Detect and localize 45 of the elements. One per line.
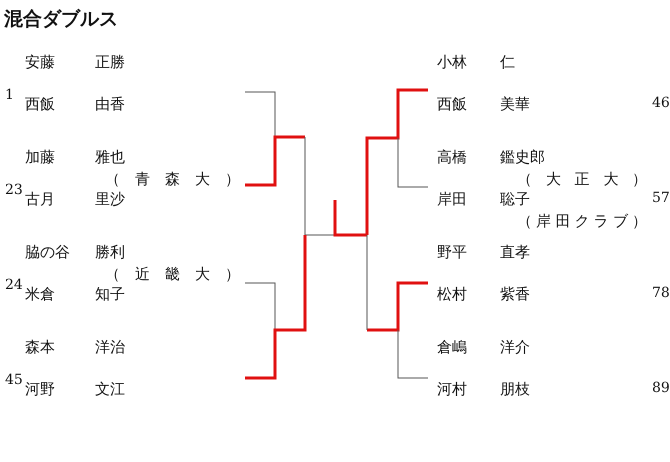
player-surname: 松村	[437, 284, 467, 304]
player-given-name: 雅也	[95, 147, 125, 167]
player-given-name: 朋枝	[500, 379, 530, 399]
player-given-name: 由香	[95, 94, 125, 114]
player-given-name: 里沙	[95, 189, 125, 209]
seed-number: 78	[652, 284, 670, 302]
player-surname: 米倉	[25, 284, 55, 304]
seed-number: 89	[652, 379, 670, 397]
player-surname: 野平	[437, 242, 467, 262]
seed-number: 23	[5, 181, 23, 199]
affiliation: （岸田クラブ）	[517, 211, 647, 231]
player-surname: 古月	[25, 189, 55, 209]
player-given-name: 勝利	[95, 242, 125, 262]
player-surname: 加藤	[25, 147, 55, 167]
seed-number: 1	[5, 86, 14, 104]
affiliation: （青森大）	[105, 169, 240, 189]
seed-number: 57	[652, 189, 670, 207]
player-surname: 岸田	[437, 189, 467, 209]
player-given-name: 鑑史郎	[500, 147, 545, 167]
player-given-name: 文江	[95, 379, 125, 399]
player-given-name: 美華	[500, 94, 530, 114]
player-given-name: 紫香	[500, 284, 530, 304]
player-given-name: 洋治	[95, 337, 125, 357]
player-surname: 脇の谷	[25, 242, 70, 262]
player-given-name: 仁	[500, 52, 515, 72]
player-given-name: 洋介	[500, 337, 530, 357]
player-surname: 西飯	[25, 94, 55, 114]
player-surname: 安藤	[25, 52, 55, 72]
title: 混合ダブルス	[4, 7, 118, 32]
seed-number: 24	[5, 276, 23, 294]
player-given-name: 聡子	[500, 189, 530, 209]
player-surname: 河村	[437, 379, 467, 399]
player-surname: 倉嶋	[437, 337, 467, 357]
seed-number: 46	[652, 94, 670, 112]
affiliation: （近畿大）	[105, 264, 240, 284]
affiliation: （大正大）	[517, 169, 647, 189]
player-surname: 西飯	[437, 94, 467, 114]
player-surname: 河野	[25, 379, 55, 399]
player-surname: 森本	[25, 337, 55, 357]
player-given-name: 知子	[95, 284, 125, 304]
player-given-name: 正勝	[95, 52, 125, 72]
player-surname: 小林	[437, 52, 467, 72]
player-given-name: 直孝	[500, 242, 530, 262]
seed-number: 45	[5, 371, 23, 389]
player-surname: 高橋	[437, 147, 467, 167]
